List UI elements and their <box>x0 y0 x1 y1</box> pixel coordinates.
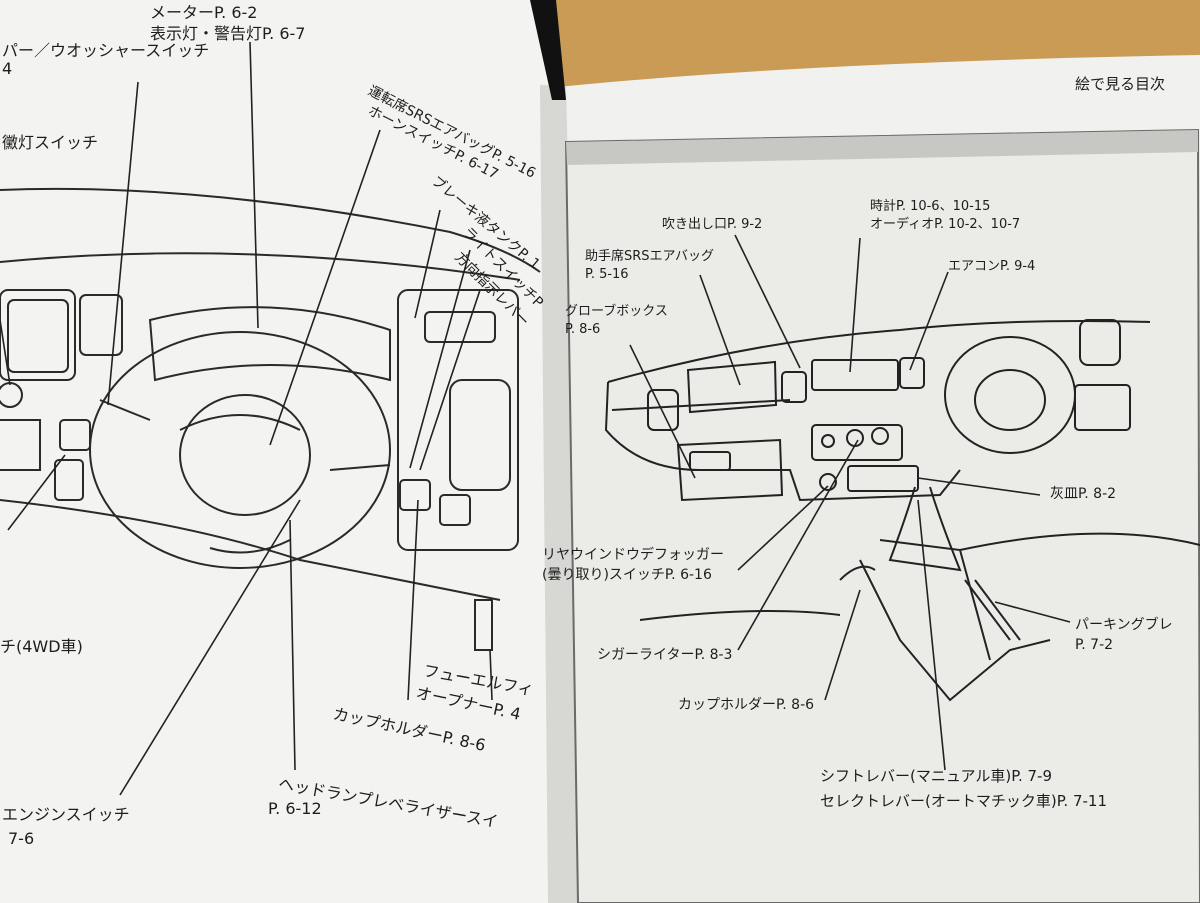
right-leader-lines <box>629 234 1071 771</box>
select-lever-label: セレクトレバー(オートマチック車)P. 7-11 <box>820 792 1107 810</box>
engine-switch-label: エンジンスイッチ <box>2 805 130 824</box>
cigar-lighter-label: シガーライターP. 8-3 <box>597 647 733 663</box>
page-header-title: 絵で見る目次 <box>1075 75 1166 93</box>
vent-label: 吹き出し口P. 9-2 <box>662 217 763 232</box>
parking-brake-page: P. 7-2 <box>1075 637 1114 653</box>
illustration-panel <box>564 128 1200 903</box>
glovebox-label: グローブボックス <box>565 304 668 319</box>
lamp-switch-label: 黴灯スイッチ <box>2 133 99 152</box>
indicator-label: 表示灯・警告灯P. 6-7 <box>150 24 306 43</box>
ashtray-label: 灰皿P. 8-2 <box>1050 486 1117 502</box>
engine-switch-page: 7-6 <box>8 829 35 848</box>
clock-label: 時計P. 10-6、10-15 <box>870 199 991 214</box>
headlamp-leveler-page: P. 6-12 <box>268 799 322 818</box>
defogger-switch-label: (曇り取り)スイッチP. 6-16 <box>542 567 712 583</box>
audio-label: オーディオP. 10-2、10-7 <box>870 217 1021 232</box>
wiper-switch-label: パー／ウオッシャースイッチ <box>2 41 210 60</box>
wiper-switch-page: 4 <box>2 59 13 78</box>
panel-header-band <box>566 130 1198 165</box>
left-leader-lines <box>0 41 493 796</box>
cup-holder-right-label: カップホルダーP. 8-6 <box>678 697 815 713</box>
glovebox-page: P. 8-6 <box>565 322 601 337</box>
switch-4wd-label: チ(4WD車) <box>0 637 83 656</box>
parking-brake-label: パーキングブレ <box>1075 617 1173 633</box>
defogger-label: リヤウインドウデフォッガー <box>542 547 724 563</box>
right-dashboard-drawing <box>604 319 1200 702</box>
left-dashboard-drawing <box>0 187 541 651</box>
meter-label: メーターP. 6-2 <box>150 3 258 22</box>
shift-lever-label: シフトレバー(マニュアル車)P. 7-9 <box>820 767 1053 785</box>
passenger-airbag-label: 助手席SRSエアバッグ <box>585 249 715 264</box>
passenger-airbag-page: P. 5-16 <box>585 267 629 282</box>
aircon-label: エアコンP. 9-4 <box>948 259 1036 274</box>
